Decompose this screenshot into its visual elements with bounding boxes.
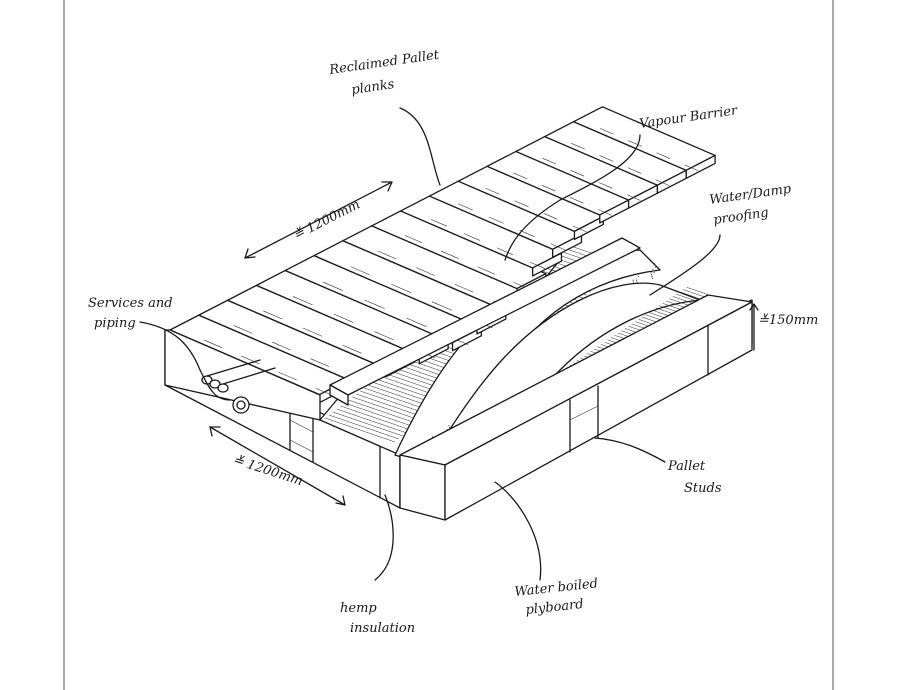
svg-text:≚150mm: ≚150mm bbox=[758, 313, 818, 328]
dim-arrow-bottom bbox=[209, 426, 346, 506]
plank bbox=[544, 121, 687, 194]
label-dim-bottom: ≚ 1200mm bbox=[231, 453, 305, 490]
svg-text:piping: piping bbox=[94, 316, 136, 331]
diagonal-plank bbox=[329, 237, 641, 406]
plank bbox=[284, 254, 483, 352]
label-plyboard: Water boiled plyboard bbox=[514, 576, 599, 618]
svg-text:hemp: hemp bbox=[340, 601, 377, 616]
svg-text:Water/Damp: Water/Damp bbox=[708, 182, 792, 208]
label-hemp: hemp insulation bbox=[340, 601, 415, 636]
services-pipes bbox=[201, 359, 276, 414]
label-services: Services and piping bbox=[88, 296, 173, 331]
svg-text:planks: planks bbox=[350, 77, 395, 98]
svg-text:≚ 1200mm: ≚ 1200mm bbox=[231, 453, 305, 490]
svg-text:Services and: Services and bbox=[88, 296, 173, 311]
svg-text:plyboard: plyboard bbox=[525, 597, 585, 618]
plank bbox=[572, 106, 716, 179]
svg-text:insulation: insulation bbox=[350, 621, 415, 636]
svg-text:Pallet: Pallet bbox=[667, 459, 706, 474]
svg-text:proofing: proofing bbox=[712, 205, 769, 228]
pallet-stud-rail bbox=[399, 294, 753, 521]
svg-text:Water boiled: Water boiled bbox=[514, 576, 599, 600]
label-damp-proofing: Water/Damp proofing bbox=[708, 182, 792, 228]
label-vapour-barrier: Vapour Barrier bbox=[638, 103, 739, 132]
dim-arrow-height bbox=[749, 303, 759, 351]
label-dim-height: ≚150mm bbox=[758, 313, 818, 328]
deck-front-face bbox=[164, 329, 321, 421]
label-studs: Pallet Studs bbox=[667, 459, 722, 496]
label-planks: Reclaimed Pallet planks bbox=[327, 48, 440, 98]
leader-lines bbox=[139, 107, 721, 581]
svg-text:Vapour Barrier: Vapour Barrier bbox=[638, 103, 739, 132]
plank bbox=[457, 165, 604, 241]
dim-arrow-top bbox=[244, 181, 393, 259]
svg-text:Studs: Studs bbox=[684, 481, 722, 496]
svg-text:Reclaimed Pallet: Reclaimed Pallet bbox=[327, 48, 440, 78]
reclaimed-plank-deck bbox=[164, 106, 716, 421]
